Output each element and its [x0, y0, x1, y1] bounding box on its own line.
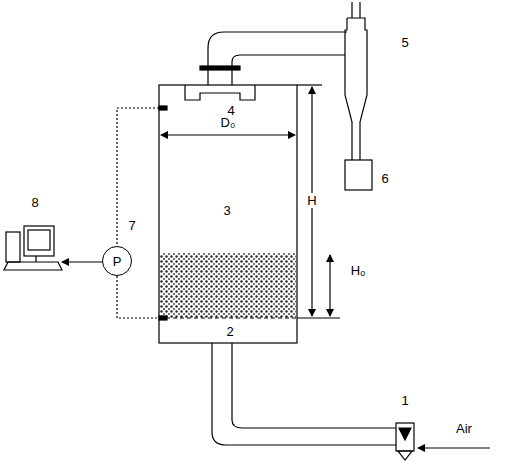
- inlet-pipe: [232, 343, 396, 428]
- flange: [200, 66, 240, 70]
- callout-label: 5: [401, 36, 408, 49]
- callout-label: 7: [128, 219, 135, 232]
- bed-height-arrow: [329, 255, 330, 316]
- height-arrow: [311, 87, 312, 193]
- signal-arrow: [62, 261, 102, 262]
- pressure-tap: [159, 316, 167, 320]
- diameter-arrow: [161, 134, 295, 135]
- dimension-tick: [297, 84, 322, 85]
- outlet-pipe: [232, 55, 345, 85]
- pressure-transducer: P: [102, 246, 132, 276]
- column: [159, 85, 297, 343]
- callout-label: 1: [401, 394, 408, 407]
- callout-label: 2: [226, 325, 233, 338]
- rotameter: [396, 423, 414, 451]
- height-arrow: [311, 208, 312, 316]
- node-text: P: [113, 255, 122, 268]
- pressure-tap: [159, 106, 167, 110]
- callout-label: Air: [456, 422, 472, 435]
- particle-bed: [160, 253, 296, 318]
- cyclone-outlet: [352, 2, 360, 18]
- dimension-tick: [297, 317, 340, 318]
- collector: [345, 160, 372, 190]
- air-arrow: [418, 447, 490, 448]
- signal-line: [117, 276, 159, 318]
- callout-label: 6: [381, 172, 388, 185]
- top-cap: [185, 85, 255, 100]
- distributor-plate: [159, 317, 297, 318]
- callout-label: D₀: [219, 115, 238, 130]
- callout-label: Hₒ: [351, 264, 365, 277]
- callout-label: H: [305, 193, 318, 208]
- computer: [4, 226, 62, 270]
- signal-line: [117, 108, 159, 246]
- inlet-pipe: [212, 343, 396, 445]
- cyclone: [345, 18, 367, 160]
- callout-label: 3: [223, 204, 230, 217]
- rotameter-float: [399, 428, 411, 440]
- outlet-pipe: [208, 32, 347, 85]
- rotameter-valve: [398, 451, 412, 460]
- callout-label: 8: [31, 196, 38, 209]
